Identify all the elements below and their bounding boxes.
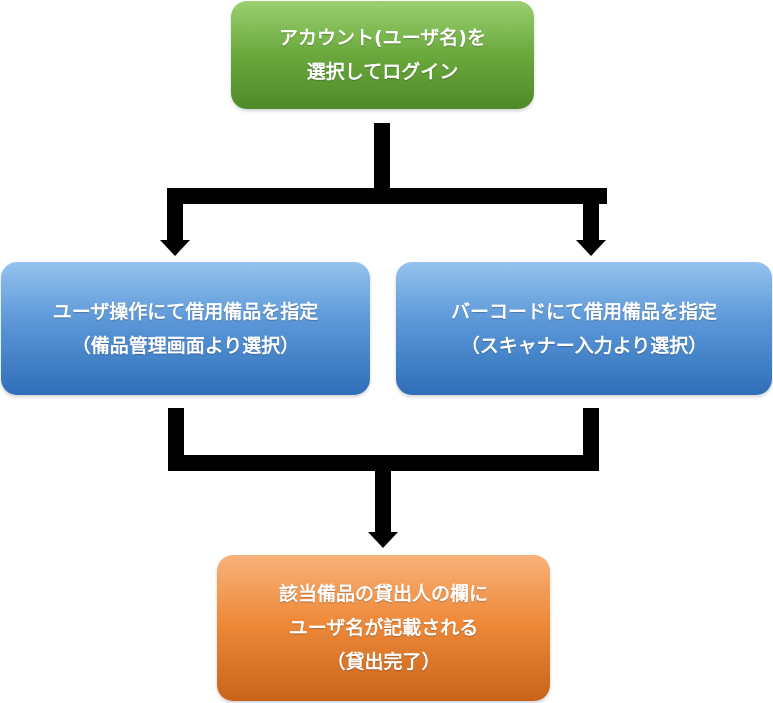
right-branch-arrowhead-icon xyxy=(576,240,606,256)
manual-select-step-box: ユーザ操作にて借用備品を指定 （備品管理画面より選択） xyxy=(1,262,370,395)
result-line1: 該当備品の貸出人の欄に xyxy=(278,583,488,605)
manual-select-line1: ユーザ操作にて借用備品を指定 xyxy=(52,300,319,323)
merge-stem-connector xyxy=(375,455,391,535)
split-bar-connector xyxy=(167,188,607,204)
result-line2: ユーザ名が記載される xyxy=(288,617,479,639)
left-merge-connector xyxy=(168,408,184,470)
barcode-select-line1: バーコードにて借用備品を指定 xyxy=(450,300,717,323)
left-branch-connector xyxy=(167,188,183,242)
right-branch-connector xyxy=(583,188,599,242)
merge-arrowhead-icon xyxy=(368,532,398,548)
left-branch-arrowhead-icon xyxy=(160,240,190,256)
login-step-line1: アカウント(ユーザ名)を xyxy=(279,27,486,49)
manual-select-line2: （備品管理画面より選択） xyxy=(71,334,300,357)
barcode-select-step-box: バーコードにて借用備品を指定 （スキャナー入力より選択） xyxy=(396,262,772,395)
login-step-box: アカウント(ユーザ名)を 選択してログイン xyxy=(231,1,534,109)
result-line3: （貸出完了） xyxy=(326,651,441,673)
barcode-select-line2: （スキャナー入力より選択） xyxy=(460,334,708,357)
login-step-line2: 選択してログイン xyxy=(306,61,459,83)
result-step-box: 該当備品の貸出人の欄に ユーザ名が記載される （貸出完了） xyxy=(217,555,550,701)
right-merge-connector xyxy=(583,408,599,470)
split-stem-connector xyxy=(374,123,390,189)
